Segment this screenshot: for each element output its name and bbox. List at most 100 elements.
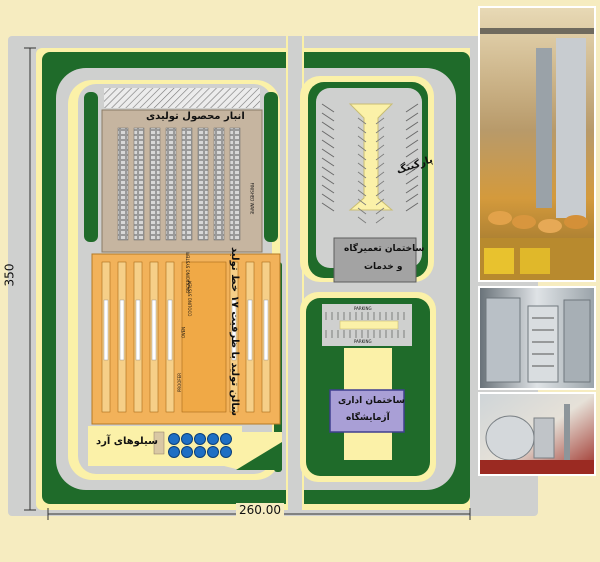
oven-unit bbox=[151, 299, 157, 361]
parking-stall-line bbox=[321, 112, 335, 122]
parking-stall-line bbox=[405, 148, 419, 158]
production-lines bbox=[101, 261, 271, 413]
parking-stall-line bbox=[321, 139, 335, 149]
parking-stall-line bbox=[405, 130, 419, 140]
small-parking-label-top: PARKING bbox=[354, 306, 372, 311]
parking-stall-line bbox=[375, 126, 385, 134]
parking-stall-line bbox=[375, 171, 385, 179]
parking-stall-line bbox=[357, 216, 367, 224]
flour-silo bbox=[168, 446, 180, 458]
parking-stall-line bbox=[375, 117, 385, 125]
warehouse-rack bbox=[213, 127, 225, 241]
parking-stall-line bbox=[357, 162, 367, 170]
flour-silo bbox=[181, 446, 193, 458]
flour-silo bbox=[181, 433, 193, 445]
parking-stall-line bbox=[405, 103, 419, 113]
warehouse-rack bbox=[181, 127, 193, 241]
bread-conveyor-photo bbox=[478, 6, 596, 282]
factory-green-corner bbox=[236, 442, 282, 470]
parking-stall-line bbox=[375, 189, 385, 197]
production-hall-label: سالن تولید با ظرفیت ۱۷ خط تولید bbox=[229, 246, 241, 417]
parking-stall-line bbox=[357, 207, 367, 215]
parking-stall-line bbox=[405, 121, 419, 131]
parking-stall-line bbox=[321, 193, 335, 203]
station-proofer-label: PROOFER bbox=[177, 372, 183, 393]
warehouse-rack bbox=[165, 127, 177, 241]
flour-silo bbox=[207, 446, 219, 458]
silo-yard bbox=[88, 426, 242, 466]
service-building bbox=[333, 237, 417, 283]
parking-stall-line bbox=[405, 175, 419, 185]
oven-unit bbox=[167, 299, 173, 361]
parking-stall-line bbox=[321, 184, 335, 194]
parking-stall-line bbox=[321, 121, 335, 131]
parking-stall-line bbox=[375, 144, 385, 152]
oven-unit bbox=[231, 299, 237, 361]
parking-stall-line bbox=[321, 202, 335, 212]
parking-stall-line bbox=[375, 216, 385, 224]
flour-silo bbox=[168, 433, 180, 445]
height-dimension-line bbox=[24, 47, 36, 511]
warehouse-english-label: FINISHED WARE bbox=[249, 182, 255, 215]
loading-dock bbox=[104, 88, 260, 108]
oven-unit bbox=[263, 299, 269, 361]
factory-green-right bbox=[264, 92, 278, 242]
small-parking-island bbox=[339, 320, 399, 330]
flour-silo bbox=[194, 446, 206, 458]
parking-stall-line bbox=[357, 135, 367, 143]
parking-stall-line bbox=[357, 180, 367, 188]
station-oven-label: OVEN bbox=[181, 326, 187, 339]
parking-stall-line bbox=[321, 103, 335, 113]
parking-stall-line bbox=[405, 112, 419, 122]
parking-stall-line bbox=[375, 135, 385, 143]
parking-stall-line bbox=[321, 148, 335, 158]
admin-building bbox=[329, 389, 405, 433]
small-parking-label-bottom: PARKING bbox=[354, 339, 372, 344]
parking-stall-line bbox=[357, 171, 367, 179]
parking-stall-line bbox=[405, 139, 419, 149]
parking-stall-line bbox=[405, 184, 419, 194]
parking-stall-line bbox=[357, 144, 367, 152]
parking-stall-line bbox=[357, 126, 367, 134]
parking-stalls bbox=[321, 103, 419, 224]
warehouse-rack bbox=[149, 127, 161, 241]
parking-stall-line bbox=[357, 189, 367, 197]
warehouse-racks bbox=[117, 127, 241, 241]
parking-stall-line bbox=[375, 162, 385, 170]
parking-stall-line bbox=[357, 153, 367, 161]
parking-stall-line bbox=[321, 166, 335, 176]
parking-stall-line bbox=[375, 198, 385, 206]
oven-unit bbox=[119, 299, 125, 361]
flour-silo bbox=[194, 433, 206, 445]
flour-silo bbox=[207, 433, 219, 445]
warehouse-rack bbox=[117, 127, 129, 241]
small-parking-stalls bbox=[325, 312, 405, 338]
service-building-label-line1: ساختمان تعمیرگاه bbox=[344, 244, 425, 254]
parking-stall-line bbox=[375, 207, 385, 215]
parking-stall-line bbox=[357, 117, 367, 125]
warehouse-rack bbox=[229, 127, 241, 241]
width-dimension-label: 260.00 bbox=[236, 503, 284, 517]
parking-stall-line bbox=[321, 175, 335, 185]
service-building-label-line2: و خدمات bbox=[364, 262, 403, 272]
central-process-area bbox=[181, 261, 227, 413]
admin-building-label-line1: ساختمان اداری bbox=[338, 396, 405, 406]
oven-unit bbox=[247, 299, 253, 361]
central-road bbox=[288, 36, 302, 510]
boiler-room-photo bbox=[478, 392, 596, 476]
flour-silos bbox=[168, 433, 232, 458]
parking-stall-line bbox=[375, 180, 385, 188]
parking-stall-line bbox=[321, 157, 335, 167]
warehouse-label: انبار محصول تولیدی bbox=[146, 111, 245, 122]
flour-silo bbox=[220, 433, 232, 445]
rack-oven-photo bbox=[478, 286, 596, 390]
height-dimension-label: 350 bbox=[2, 263, 17, 287]
parking-island bbox=[348, 103, 394, 211]
factory-green-left bbox=[84, 92, 98, 242]
parking-stall-line bbox=[321, 130, 335, 140]
parking-stall-line bbox=[357, 198, 367, 206]
parking-stall-line bbox=[405, 202, 419, 212]
parking-stall-line bbox=[405, 193, 419, 203]
parking-stall-line bbox=[375, 153, 385, 161]
